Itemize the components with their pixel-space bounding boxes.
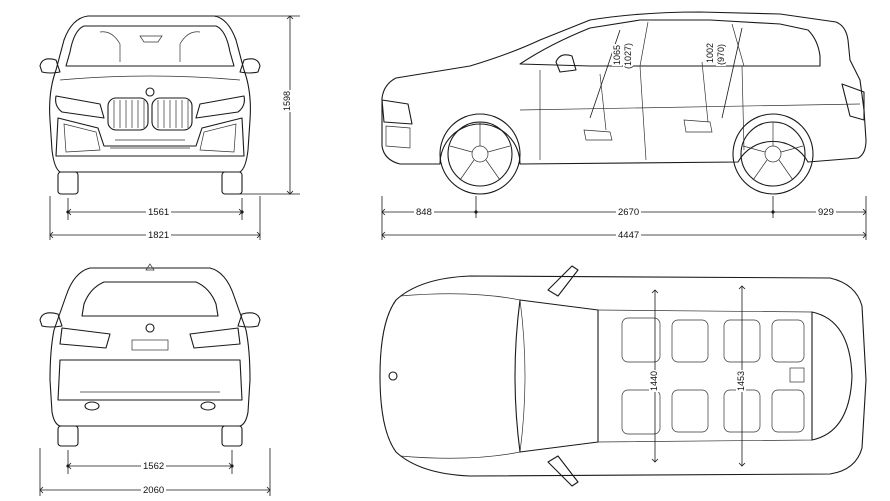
dim-rear-interior-width: 1453 — [736, 369, 746, 392]
dim-length: 4447 — [616, 230, 642, 241]
dim-wheelbase: 2670 — [616, 207, 642, 218]
dim-front-interior-width: 1440 — [649, 369, 659, 392]
dim-front-track: 1561 — [146, 207, 172, 218]
dim-rear-overhang: 929 — [816, 207, 836, 218]
dim-front-overhang: 848 — [414, 207, 434, 218]
dim-front-width: 1821 — [146, 230, 172, 241]
dim-rear-track: 1562 — [141, 461, 167, 472]
dim-width-with-mirrors: 2060 — [141, 485, 167, 496]
